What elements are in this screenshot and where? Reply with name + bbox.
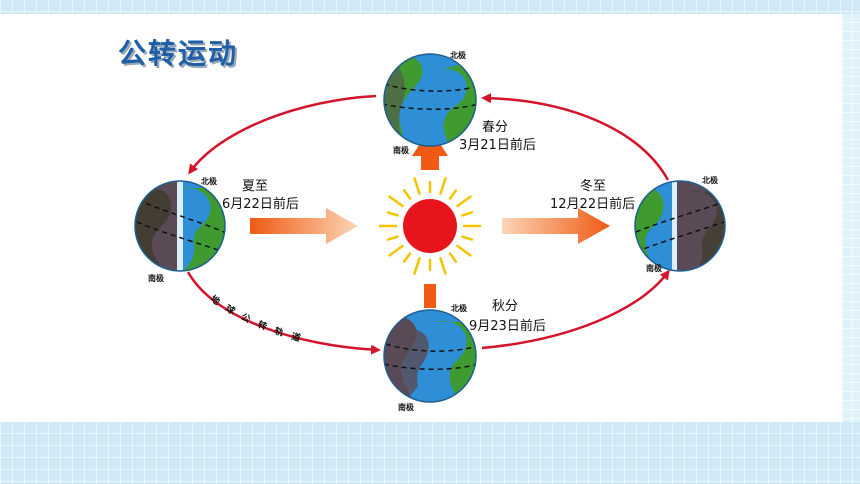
sun-ray [413, 177, 421, 195]
sun [378, 177, 482, 275]
winter-solstice-date: 12月22日前后 [550, 196, 635, 212]
sun-rays [378, 177, 482, 275]
sun-ray [413, 257, 421, 275]
sun-ray [439, 177, 447, 195]
sunlight-arrow-up [412, 128, 448, 170]
orbit-arc-right-top [481, 93, 670, 181]
earth-summer-solstice [134, 180, 226, 272]
orbit-arc-bottom-right [481, 269, 670, 350]
orbit-arc-left-bottom [186, 271, 381, 355]
sunlight-stem-down [424, 284, 436, 308]
page-title: 公转运动 [118, 37, 239, 70]
north-pole-label-autumn: 北极 [451, 303, 467, 313]
summer-solstice-name: 夏至 [242, 179, 268, 194]
autumn-equinox-date: 9月23日前后 [469, 318, 546, 334]
north-pole-label-winter: 北极 [702, 175, 718, 185]
sun-ray [448, 252, 458, 263]
sunlight-arrow-right [502, 208, 610, 244]
south-pole-label-summer: 南极 [148, 273, 164, 283]
sun-ray [386, 211, 399, 217]
spring-equinox-name: 春分 [482, 120, 508, 135]
bottom-decorative-band [0, 422, 860, 484]
sun-ray [402, 252, 412, 263]
south-pole-label-spring: 南极 [393, 145, 409, 155]
sun-ray [388, 244, 404, 257]
south-pole-label-winter: 南极 [646, 263, 662, 273]
autumn-equinox-name: 秋分 [492, 299, 518, 314]
sunlight-arrow-left [250, 208, 358, 244]
right-decorative-band [842, 14, 860, 422]
sunlight-arrows [250, 128, 610, 308]
sun-ray [386, 235, 399, 241]
orbit-label-text: 地球公转轨道 [208, 293, 301, 347]
top-decorative-band [0, 0, 860, 14]
orbit-label: 地球公转轨道 [208, 293, 310, 347]
pole-labels: 北极 南极 北极 南极 北极 南极 北极 南极 [148, 50, 718, 412]
spring-equinox-date: 3月21日前后 [459, 137, 536, 153]
event-labels: 春分 3月21日前后 夏至 6月22日前后 冬至 12月22日前后 秋分 9月2… [222, 120, 635, 334]
sun-ray [402, 189, 412, 200]
sun-ray [461, 211, 474, 217]
winter-solstice-name: 冬至 [580, 178, 606, 194]
north-pole-label-spring: 北极 [450, 50, 466, 60]
sun-ray [439, 257, 447, 275]
sun-ray [456, 195, 472, 208]
earth-autumn-equinox [383, 309, 477, 403]
earth-spring-equinox [383, 53, 477, 147]
north-pole-label-summer: 北极 [201, 176, 217, 186]
sun-disc [403, 199, 457, 253]
orbit-arc-top-left [188, 94, 377, 175]
sun-ray [448, 189, 458, 200]
south-pole-label-autumn: 南极 [398, 402, 414, 412]
earth-winter-solstice [634, 180, 726, 272]
sun-ray [461, 235, 474, 241]
sun-ray [456, 244, 472, 257]
orbit-path [186, 93, 670, 355]
sun-ray [388, 195, 404, 208]
summer-solstice-date: 6月22日前后 [222, 196, 299, 212]
